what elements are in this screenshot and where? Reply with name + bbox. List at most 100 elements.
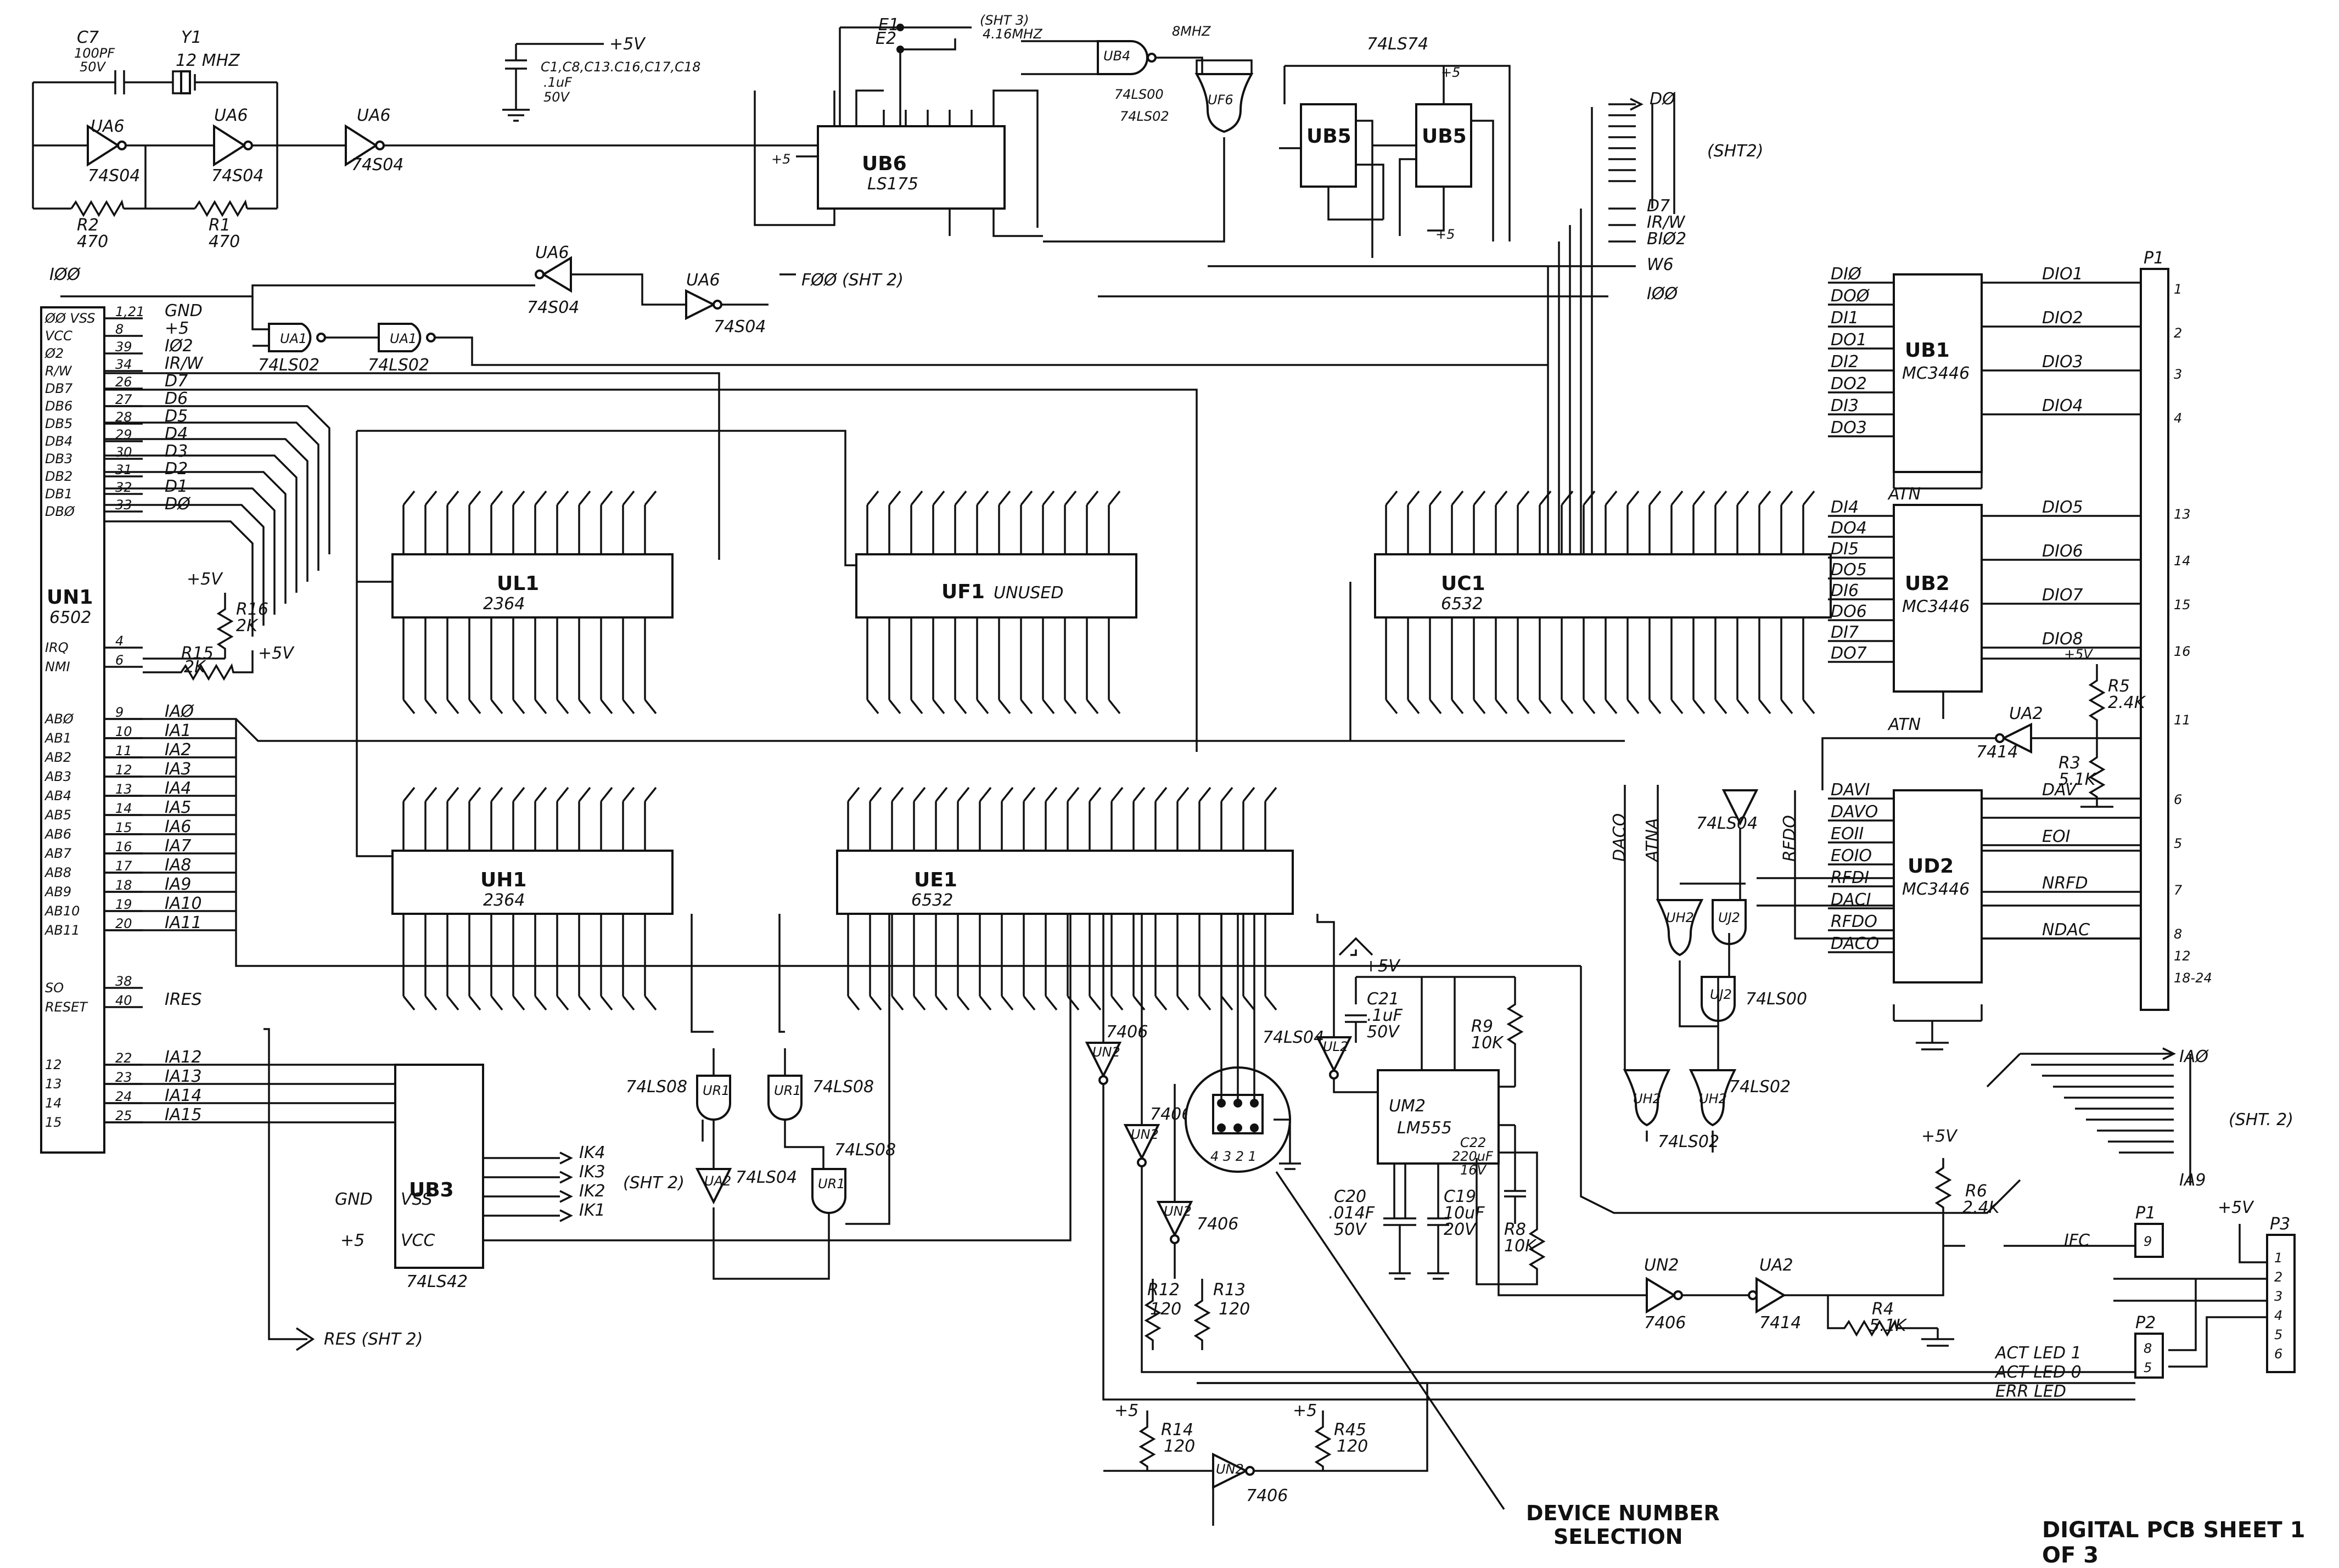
ua6-part-2: 74S04 [211, 166, 263, 186]
nor-uh2-a [1656, 899, 1704, 957]
uh2-a-label: UH2 [1666, 910, 1694, 925]
driver-right-label: DIO3 [2042, 352, 2083, 372]
irw-out: IR/W [1647, 213, 1686, 232]
ub5-plus5-b: +5 [1435, 227, 1455, 242]
ul2-label: UL2 [1323, 1039, 1348, 1054]
ua6-label-1: UA6 [91, 117, 125, 136]
cpu-net-label: IA5 [165, 798, 191, 817]
cpu-pin-number: 11 [115, 743, 132, 758]
cpu-pin-label: DB5 [45, 416, 72, 431]
ls04-label: 74LS04 [736, 1168, 797, 1187]
resistor-r2 [70, 199, 125, 217]
driver-right-label: DIO4 [2042, 396, 2083, 415]
nand-uj2-a [1712, 899, 1747, 945]
address-data-bus [104, 372, 1625, 967]
cpu-pin-label: 15 [45, 1115, 62, 1130]
crystal-y1 [180, 70, 191, 94]
ua1-b-label: UA1 [390, 331, 417, 346]
c21-label: C21 [1367, 990, 1399, 1009]
p1-pin-number: 11 [2174, 712, 2191, 728]
act-led0-label: ACT LED 0 [1994, 1363, 2082, 1382]
inverter-ua6-2 [213, 124, 246, 167]
r8-value: 10K [1504, 1237, 1537, 1256]
ua6-f00-label: UA6 [535, 243, 569, 262]
cpu-net-label: IA14 [165, 1086, 202, 1105]
ub3-plus5: +5 [340, 1231, 364, 1250]
atna-label: ATNA [1643, 818, 1662, 863]
cpu-pin-label: AB5 [44, 807, 71, 823]
ua6-part-1: 74S04 [88, 166, 140, 186]
handshake-logic: DACO ATNA RFDO UH2 UJ2 UJ2 UH2 UH2 74LS0… [1610, 785, 1894, 1153]
ua6-f00b-label: UA6 [686, 271, 720, 290]
cpu-pin-number: 18 [115, 878, 132, 893]
connector-p3 [2266, 1234, 2296, 1373]
ub3-gnd: GND [335, 1190, 373, 1209]
switch-pins: 4 3 2 1 [1210, 1149, 1257, 1164]
cpu-net-label: D1 [165, 477, 188, 496]
ik3-label: IK3 [579, 1162, 605, 1182]
ia9-out: IA9 [2179, 1171, 2206, 1190]
c20-label: C20 [1334, 1187, 1366, 1206]
uf1-part: UNUSED [994, 583, 1063, 603]
cpu-pin-label: NMI [45, 659, 70, 675]
clock-divider: E1 E2 (SHT 3) 4.16MHZ UB4 74LS00 8MHZ UF… [839, 13, 1254, 243]
cpu-pin-number: 8 [115, 322, 124, 337]
driver-right-label: NDAC [2042, 920, 2090, 940]
driver-right-label: DAV [2042, 780, 2078, 800]
p1-pin-number: 16 [2174, 644, 2191, 659]
ul1-ref: UL1 [497, 572, 539, 595]
cpu-pin-label: DB2 [45, 469, 72, 484]
cpu-pin-number: 12 [115, 762, 132, 778]
un2-c-label: UN2 [1164, 1204, 1192, 1219]
cpu-pin-label: AB8 [44, 865, 71, 880]
cpu-pin-number: 25 [115, 1108, 132, 1123]
cpu-net-label: IA1 [165, 721, 191, 740]
r2-value: 470 [77, 232, 108, 251]
ua2-label: UA2 [704, 1173, 731, 1189]
cpu-net-label: IA4 [165, 779, 191, 798]
callout-line1: DEVICE NUMBER [1526, 1501, 1720, 1525]
r16-value: 2K [236, 616, 259, 636]
un2-d-label: UN2 [1216, 1462, 1244, 1477]
cpu-net-label: IA2 [165, 740, 191, 760]
uh2-c-label: UH2 [1699, 1091, 1727, 1106]
ub3-ref: UB3 [409, 1179, 454, 1201]
p1-pin-number: 6 [2174, 792, 2182, 807]
ua2-ifc-part: 7414 [1759, 1313, 1801, 1333]
p1-pin-number: 15 [2174, 597, 2191, 612]
cpu-net-label: D6 [165, 389, 188, 408]
cpu-pin-label: AB4 [44, 788, 71, 803]
i00-out: IØØ [1647, 284, 1678, 304]
cpu-net-label: IAØ [165, 702, 194, 721]
ls00-uj2-b: 74LS00 [1746, 990, 1807, 1009]
ue1-ref: UE1 [914, 869, 957, 891]
p1-pin-number: 18-24 [2174, 970, 2212, 986]
p1-pin-number: 14 [2174, 553, 2191, 569]
and-ur1-a [696, 1075, 731, 1121]
uc1-part: 6532 [1441, 594, 1483, 614]
device-number-switch: 4 3 2 1 [1185, 914, 1505, 1510]
driver-right-label: DIO7 [2042, 586, 2083, 605]
ik1-label: IK1 [579, 1201, 605, 1220]
r45-label: R45 [1334, 1420, 1366, 1440]
ua2-atn-label: UA2 [2009, 704, 2043, 723]
cpu-net-label: D3 [165, 442, 188, 461]
cpu-pin-number: 10 [115, 724, 132, 739]
chip-ub2: UB2 MC3446 DI4DO4DI5DO5DI6DO6DI7DO7DIO5D… [1828, 498, 2141, 693]
r14-value: 120 [1164, 1437, 1195, 1456]
ul2-part: 74LS04 [1263, 1028, 1324, 1047]
driver-right-label: DIO5 [2042, 498, 2083, 517]
driver-left-label: DI2 [1831, 352, 1859, 372]
cpu-pin-number: 9 [115, 705, 124, 720]
ub3-vss: VSS [401, 1190, 433, 1209]
cpu-net-label: GND [165, 301, 203, 321]
driver-left-label: DI1 [1831, 308, 1859, 328]
cpu-net-label: IA13 [165, 1067, 202, 1086]
ifc-led-circuit: UN2 7406 UA2 7414 +5V R6 2.4K R4 5.1K IF… [1102, 1125, 2296, 1401]
irq-pullups: +5V R16 2K R15 2K +5V [143, 570, 295, 681]
